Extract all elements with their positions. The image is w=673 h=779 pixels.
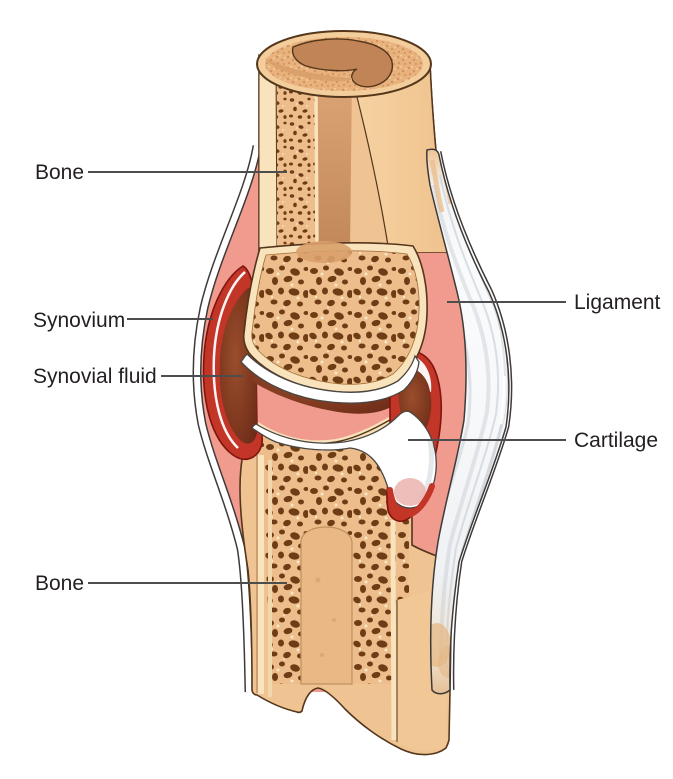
shaft-top-cream-divider bbox=[314, 95, 319, 253]
shaft-top-outer-face bbox=[352, 64, 448, 252]
upper-epiphysis bbox=[242, 241, 428, 394]
marrow-fleck bbox=[315, 577, 321, 583]
upper-epiphysis-spongy bbox=[251, 250, 420, 385]
synovium-under-cartilage bbox=[387, 483, 435, 518]
label-synovium: Synovium bbox=[33, 309, 213, 332]
synovium-membrane-line bbox=[212, 271, 246, 449]
shaft-bottom-cream-divider bbox=[390, 519, 397, 741]
upper-epiphysis-marrow-tongue bbox=[296, 241, 352, 263]
bone-shaft-top bbox=[256, 30, 449, 253]
synovial-fluid-joint-space bbox=[250, 348, 398, 414]
label-synovial-fluid: Synovial fluid bbox=[33, 365, 243, 388]
shaft-top-cavity-opening bbox=[291, 38, 394, 88]
marrow-fleck bbox=[332, 618, 336, 622]
label-text-synovium: Synovium bbox=[33, 309, 125, 332]
label-bone-bottom: Bone bbox=[35, 572, 287, 595]
label-text-bone-bottom: Bone bbox=[35, 572, 84, 595]
cartilage-pink-tint bbox=[394, 478, 426, 506]
shaft-bottom-marrow-cavity bbox=[300, 526, 353, 685]
shaft-top-cut-wall-spongy bbox=[277, 68, 316, 252]
label-text-ligament: Ligament bbox=[574, 291, 661, 314]
label-cartilage: Cartilage bbox=[408, 429, 658, 452]
label-text-bone-top: Bone bbox=[35, 161, 84, 184]
ligament-outline bbox=[426, 148, 510, 695]
label-bone-top: Bone bbox=[35, 161, 287, 184]
shaft-top-cut-notch bbox=[265, 58, 352, 82]
label-ligament: Ligament bbox=[447, 291, 661, 314]
label-text-synovial-fluid: Synovial fluid bbox=[33, 365, 157, 388]
capsule-sheath-left-white bbox=[193, 145, 260, 693]
cartilage-upper bbox=[240, 353, 420, 404]
cartilage-lower-shape bbox=[251, 410, 437, 509]
marrow-fleck bbox=[319, 652, 325, 658]
cartilage-lower bbox=[251, 410, 437, 518]
label-text-cartilage: Cartilage bbox=[574, 429, 658, 452]
